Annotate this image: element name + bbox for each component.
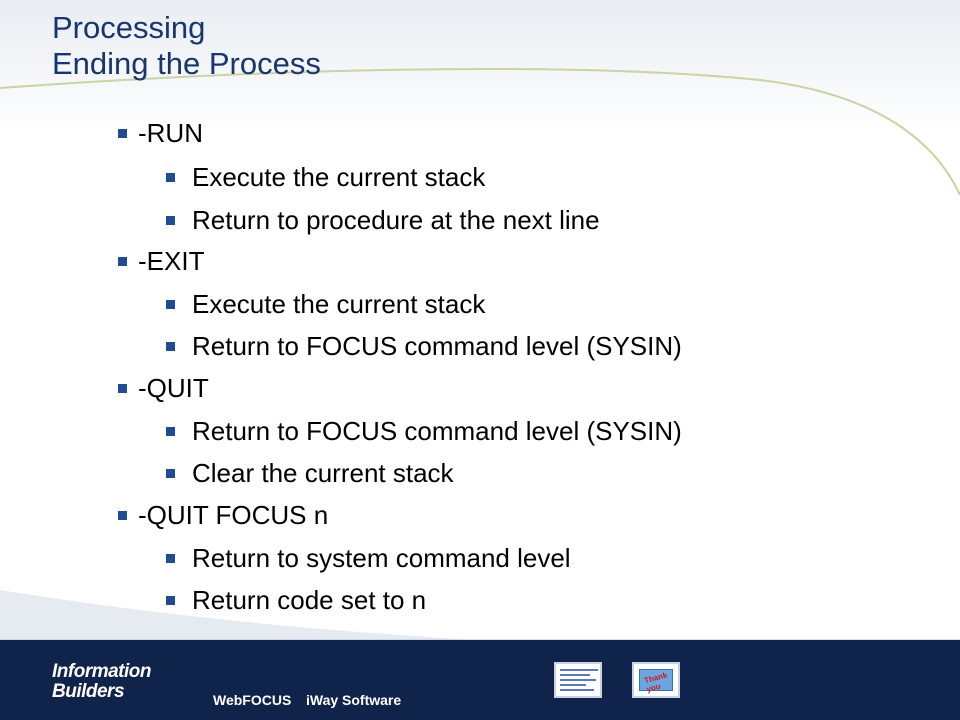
square-bullet-icon bbox=[166, 342, 175, 351]
webfocus-brand: WebFOCUS bbox=[213, 692, 292, 708]
square-bullet-icon bbox=[166, 216, 175, 225]
bullet-text: Return to procedure at the next line bbox=[192, 205, 600, 235]
slide-thumbnail-icon[interactable] bbox=[554, 662, 602, 698]
bullet-item: Return to FOCUS command level (SYSIN) bbox=[166, 331, 682, 361]
bullet-item: Return to FOCUS command level (SYSIN) bbox=[166, 416, 682, 446]
bullet-text: Return to FOCUS command level (SYSIN) bbox=[192, 416, 682, 446]
logo-line-2: Builders bbox=[52, 681, 125, 702]
bullet-text: Return code set to n bbox=[192, 585, 427, 615]
bullet-item: Return to procedure at the next line bbox=[166, 205, 600, 235]
footer-bar bbox=[0, 640, 960, 720]
square-bullet-icon bbox=[166, 173, 175, 182]
bullet-item: Clear the current stack bbox=[166, 458, 454, 488]
square-bullet-icon bbox=[118, 129, 127, 138]
bullet-text: Return to system command level bbox=[192, 543, 571, 573]
bullet-text: Execute the current stack bbox=[192, 289, 486, 319]
iway-brand: iWay Software bbox=[306, 692, 402, 708]
bullet-item: -QUIT bbox=[118, 373, 209, 403]
bullet-item: Execute the current stack bbox=[166, 289, 486, 319]
information-builders-logo: Information Builders bbox=[52, 661, 152, 702]
square-bullet-icon bbox=[166, 427, 175, 436]
bullet-list: -RUN Execute the current stack Return to… bbox=[118, 118, 682, 615]
bullet-item: Return to system command level bbox=[166, 543, 571, 573]
square-bullet-icon bbox=[166, 300, 175, 309]
bullet-item: -QUIT FOCUS n bbox=[118, 500, 329, 530]
square-bullet-icon bbox=[118, 384, 127, 393]
bullet-item: Execute the current stack bbox=[166, 162, 486, 192]
square-bullet-icon bbox=[118, 257, 127, 266]
bullet-text: Clear the current stack bbox=[192, 458, 454, 488]
square-bullet-icon bbox=[166, 596, 175, 605]
thumbnail-panel bbox=[639, 669, 673, 691]
bullet-text: -QUIT bbox=[138, 373, 209, 403]
thank-you-thumbnail-icon[interactable]: Thank you bbox=[632, 662, 680, 698]
title-line-2: Ending the Process bbox=[52, 46, 321, 81]
square-bullet-icon bbox=[118, 511, 127, 520]
bullet-text: -QUIT FOCUS n bbox=[138, 500, 329, 530]
square-bullet-icon bbox=[166, 469, 175, 478]
bullet-text: Return to FOCUS command level (SYSIN) bbox=[192, 331, 682, 361]
bullet-text: -EXIT bbox=[138, 246, 205, 276]
bullet-item: Return code set to n bbox=[166, 585, 427, 615]
bullet-item: -EXIT bbox=[118, 246, 205, 276]
logo-line-1: Information bbox=[52, 661, 152, 682]
bullet-text: Execute the current stack bbox=[192, 162, 486, 192]
title-line-1: Processing bbox=[52, 10, 206, 45]
title-band bbox=[0, 0, 960, 130]
bullet-text: -RUN bbox=[138, 118, 203, 148]
square-bullet-icon bbox=[166, 554, 175, 563]
slide-title: Processing Ending the Process bbox=[52, 10, 321, 82]
bullet-item: -RUN bbox=[118, 118, 203, 148]
